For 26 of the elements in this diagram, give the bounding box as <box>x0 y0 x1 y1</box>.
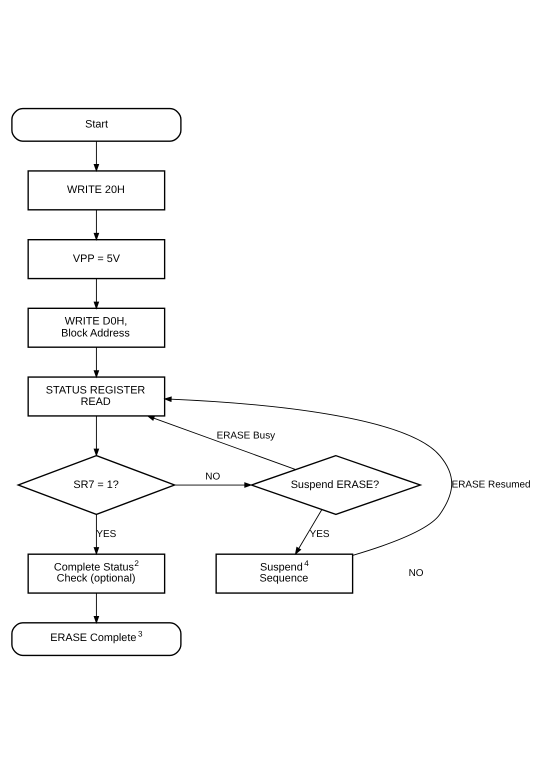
node-box: WRITE 20H <box>27 170 166 211</box>
node-box: Complete Status$^{2}$ Check (optional) <box>27 553 166 594</box>
arrow <box>94 278 100 310</box>
arrow <box>94 514 100 556</box>
node-diamond: SR7 = 1? <box>16 454 176 516</box>
node-box: ERASE Complete$^{3}$ <box>11 622 182 656</box>
node-diamond: Suspend ERASE? <box>249 454 422 516</box>
arrow <box>94 140 100 172</box>
node-box: WRITE D0H, Block Address <box>27 308 166 348</box>
arrow <box>94 209 100 242</box>
arrow <box>146 416 296 470</box>
node-box: Suspend$^{4}$ Sequence <box>215 553 354 594</box>
arrow <box>94 592 100 624</box>
label: NO <box>408 568 424 580</box>
node-box: STATUS REGISTER READ <box>27 376 166 417</box>
arrow <box>94 416 100 457</box>
node-box: Start <box>11 108 182 142</box>
arrow <box>174 482 252 488</box>
edge-label: ERASE Busy <box>216 430 276 442</box>
edge-label: NO <box>205 471 220 482</box>
edge-label: ERASE Resumed <box>452 480 531 491</box>
edge-label: YES <box>310 528 330 540</box>
arrow <box>294 509 322 556</box>
arrow <box>94 346 100 378</box>
node-box: VPP = 5V <box>27 238 166 280</box>
arrow <box>163 396 452 556</box>
